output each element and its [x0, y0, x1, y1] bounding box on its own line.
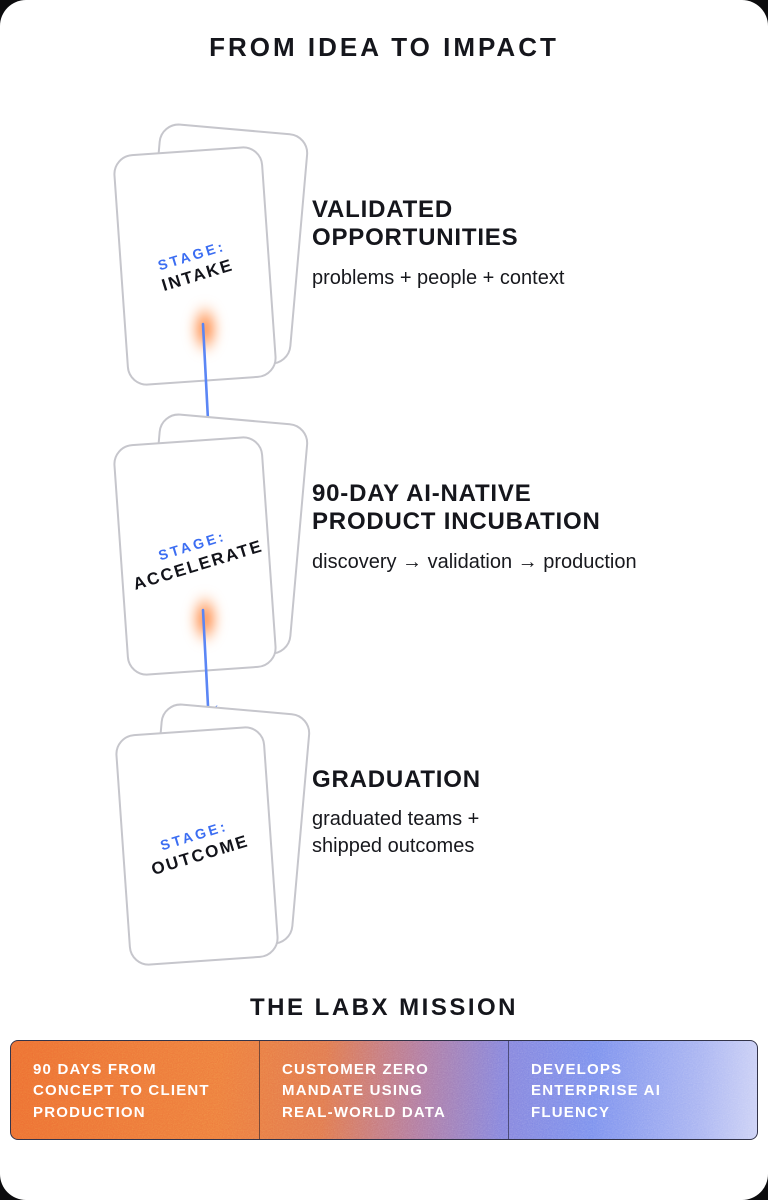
page-title: FROM IDEA TO IMPACT	[209, 32, 559, 62]
stage-outcome-text: GRADUATION graduated teams + shipped out…	[312, 766, 742, 859]
card-text: STAGE: OUTCOME	[143, 813, 251, 880]
stage-subtitle: problems + people + context	[312, 266, 565, 289]
card-front: STAGE: OUTCOME	[114, 725, 280, 967]
mission-title: THE LABX MISSION	[249, 994, 518, 1021]
mission-cell: 90 DAYS FROM CONCEPT TO CLIENT PRODUCTIO…	[11, 1041, 259, 1139]
stage-card-outcome: STAGE: OUTCOME	[114, 701, 312, 967]
stage-accelerate-text: 90-DAY AI-NATIVE PRODUCT INCUBATION disc…	[312, 480, 742, 575]
stage-subtitle: graduated teams + shipped outcomes	[312, 808, 480, 857]
mission-banner: 90 DAYS FROM CONCEPT TO CLIENT PRODUCTIO…	[10, 1040, 758, 1140]
mission-cell-label: 90 DAYS FROM CONCEPT TO CLIENT PRODUCTIO…	[33, 1061, 210, 1121]
mission-cell-label: DEVELOPS ENTERPRISE AI FLUENCY	[531, 1061, 662, 1121]
mission-cell-label: CUSTOMER ZERO MANDATE USING REAL-WORLD D…	[282, 1061, 447, 1121]
card-text: STAGE: ACCELERATE	[125, 518, 265, 595]
mission-cell: DEVELOPS ENTERPRISE AI FLUENCY	[508, 1041, 757, 1139]
stage-intake-text: VALIDATED OPPORTUNITIES problems + peopl…	[312, 196, 742, 291]
stage-subtitle: discovery → validation → production	[312, 550, 637, 573]
card-text: STAGE: INTAKE	[154, 237, 236, 296]
stage-heading: 90-DAY AI-NATIVE PRODUCT INCUBATION	[312, 480, 601, 536]
stage-heading: GRADUATION	[312, 766, 481, 793]
stage-heading: VALIDATED OPPORTUNITIES	[312, 196, 519, 252]
mission-cell: CUSTOMER ZERO MANDATE USING REAL-WORLD D…	[259, 1041, 508, 1139]
